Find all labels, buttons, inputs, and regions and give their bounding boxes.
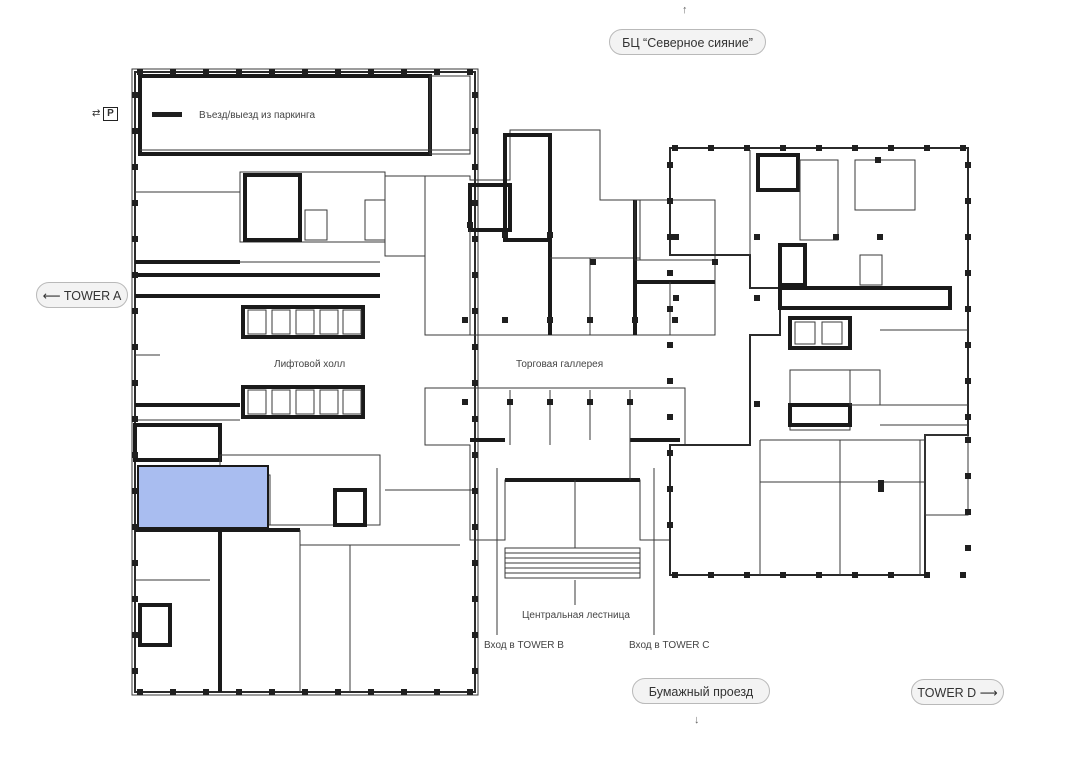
parking-label: Въезд/выезд из паркинга <box>199 110 316 121</box>
gallery-block <box>424 129 716 635</box>
tower-d-label: TOWER D <box>917 686 977 700</box>
parking-entry: ⇄ P <box>92 107 118 121</box>
structural-columns <box>132 69 971 695</box>
tower-d-button[interactable]: TOWER D ⟶ <box>911 679 1004 705</box>
two-way-arrow-icon: ⇄ <box>92 108 101 119</box>
highlighted-unit[interactable] <box>137 465 269 529</box>
entrance-c-label: Вход в TOWER C <box>629 640 710 651</box>
building-right <box>669 147 969 576</box>
entrance-b-label: Вход в TOWER B <box>484 640 564 651</box>
arrow-right-icon: ⟶ <box>979 686 998 700</box>
gallery-label: Торговая галлерея <box>516 359 604 370</box>
lift-hall-label: Лифтовой холл <box>274 359 346 370</box>
paper-passage-label[interactable]: Бумажный проезд <box>632 678 770 704</box>
arrow-left-icon: ⟵ <box>42 289 61 303</box>
bc-north-label[interactable]: БЦ “Северное сияние” <box>609 29 766 55</box>
arrow-down-icon: ↓ <box>694 714 700 726</box>
arrow-up-icon: ↑ <box>682 4 688 16</box>
building-left <box>131 68 479 696</box>
tower-a-button[interactable]: ⟵ TOWER A <box>36 282 128 308</box>
central-stairs-label: Центральная лестница <box>522 610 630 621</box>
tower-a-label: TOWER A <box>63 289 122 303</box>
parking-icon: P <box>103 107 118 121</box>
